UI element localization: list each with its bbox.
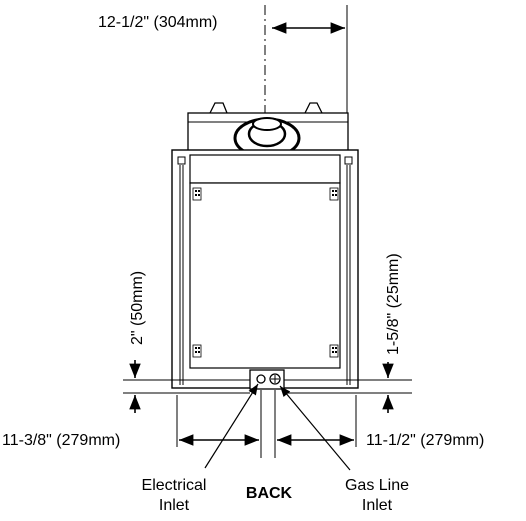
right-vertical-label: 1-5/8" (25mm) [385,253,402,355]
electrical-leader [204,383,259,469]
electrical-inlet-icon [256,374,266,384]
gas-leader [279,385,351,471]
electrical-inlet-label-line2: Inlet [159,497,190,514]
bottom-left-label: 11-3/8" (279mm) [2,432,120,449]
view-label: BACK [246,485,293,502]
electrical-inlet-label-line1: Electrical [142,477,207,494]
top-dimension-label: 12-1/2" (304mm) [98,14,218,31]
fireplace-body [171,149,359,389]
left-vertical-label: 2" (50mm) [129,271,146,345]
inlet-plate [249,369,285,390]
gas-inlet-label-line2: Inlet [362,497,393,514]
gas-inlet-label-line1: Gas Line [345,477,409,494]
bottom-right-label: 11-1/2" (279mm) [366,432,484,449]
